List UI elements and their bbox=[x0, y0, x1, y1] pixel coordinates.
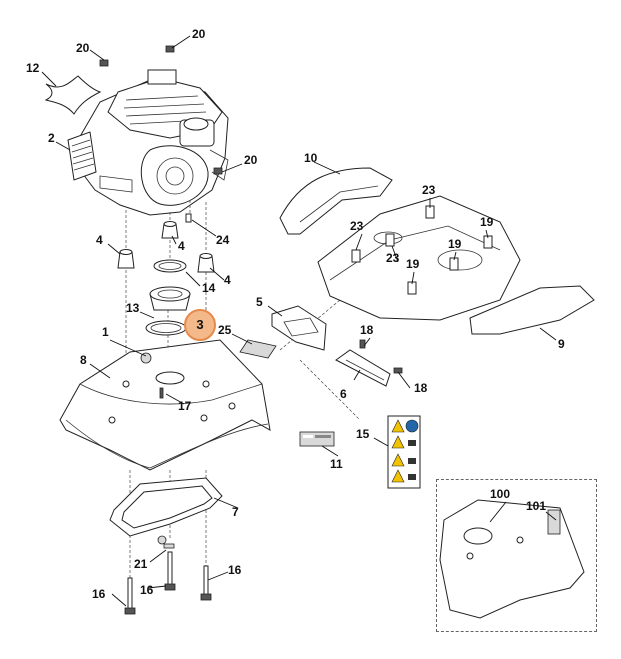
callout-5: 5 bbox=[256, 295, 263, 309]
screw-part bbox=[393, 367, 403, 374]
callout-17: 17 bbox=[178, 399, 192, 413]
rail-part bbox=[469, 285, 595, 335]
callout-3-highlighted[interactable]: 3 bbox=[184, 309, 216, 341]
rail-part bbox=[279, 167, 393, 235]
callout-100: 100 bbox=[490, 487, 511, 501]
callout-16: 16 bbox=[92, 587, 106, 601]
leader-lines bbox=[41, 35, 557, 607]
callout-20: 20 bbox=[192, 27, 206, 41]
warning-label-part bbox=[387, 415, 421, 489]
bracket-part bbox=[109, 477, 223, 545]
callout-20: 20 bbox=[244, 153, 258, 167]
callout-16: 16 bbox=[140, 583, 154, 597]
callout-13: 13 bbox=[126, 301, 140, 315]
callout-10: 10 bbox=[304, 151, 318, 165]
seal-part bbox=[145, 286, 191, 336]
callout-21: 21 bbox=[134, 557, 148, 571]
callout-2: 2 bbox=[48, 131, 55, 145]
inset-deck-part bbox=[439, 499, 585, 619]
callout-12: 12 bbox=[26, 61, 40, 75]
callout-4: 4 bbox=[178, 239, 185, 253]
cover-part bbox=[317, 195, 521, 321]
gasket-part bbox=[44, 75, 102, 115]
callout-9: 9 bbox=[558, 337, 565, 351]
callout-101: 101 bbox=[526, 499, 547, 513]
bolt-part bbox=[124, 543, 212, 615]
pin-part bbox=[185, 213, 192, 223]
callout-18: 18 bbox=[360, 323, 374, 337]
callout-14: 14 bbox=[202, 281, 216, 295]
callout-24: 24 bbox=[216, 233, 230, 247]
callout-16: 16 bbox=[228, 563, 242, 577]
detail-inset-frame bbox=[436, 479, 597, 632]
callout-19: 19 bbox=[406, 257, 420, 271]
label-part bbox=[299, 431, 335, 447]
callout-25: 25 bbox=[218, 323, 232, 337]
callout-20: 20 bbox=[76, 41, 90, 55]
grommet-part bbox=[117, 221, 215, 273]
callout-15: 15 bbox=[356, 427, 370, 441]
callout-23: 23 bbox=[386, 251, 400, 265]
callout-23: 23 bbox=[350, 219, 364, 233]
ring-part bbox=[153, 259, 187, 273]
engine-part bbox=[67, 69, 229, 216]
callout-23: 23 bbox=[422, 183, 436, 197]
callout-8: 8 bbox=[80, 353, 87, 367]
callout-4: 4 bbox=[224, 273, 231, 287]
screw-part bbox=[359, 339, 366, 349]
callout-11: 11 bbox=[330, 457, 343, 471]
deck-part bbox=[59, 339, 271, 471]
handle-part bbox=[271, 305, 327, 351]
callout-7: 7 bbox=[232, 505, 239, 519]
clip-part bbox=[335, 349, 391, 387]
callout-4: 4 bbox=[96, 233, 103, 247]
callout-6: 6 bbox=[340, 387, 347, 401]
callout-19: 19 bbox=[448, 237, 462, 251]
callout-1: 1 bbox=[102, 325, 109, 339]
plate-part bbox=[239, 339, 277, 359]
callout-18: 18 bbox=[414, 381, 428, 395]
callout-19: 19 bbox=[480, 215, 494, 229]
